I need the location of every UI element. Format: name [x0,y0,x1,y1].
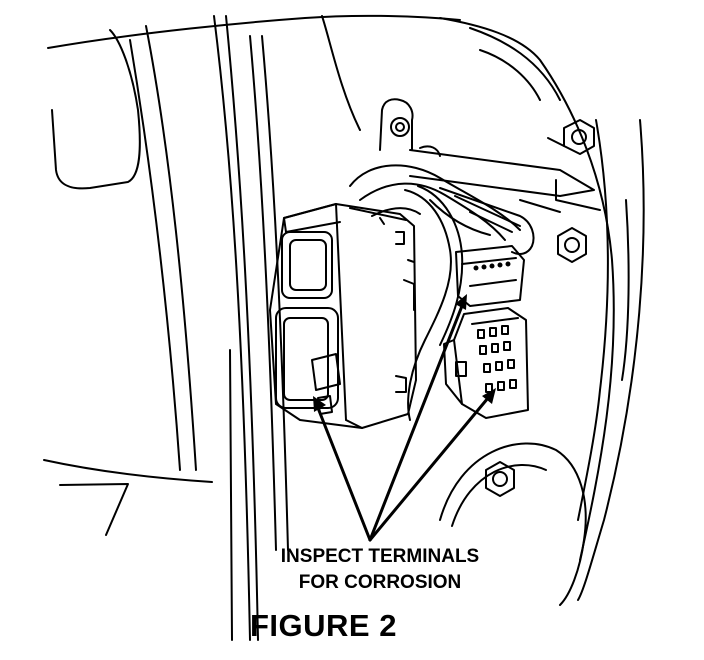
callout-arrows [316,304,490,542]
lower-round-component [439,442,587,606]
callout-line-2: FOR CORROSION [298,572,462,593]
terminal-connectors [443,245,529,419]
mounting-bracket [379,98,601,263]
wire-harness [349,164,535,421]
callout-line-1: INSPECT TERMINALS [280,546,480,567]
figure-title: FIGURE 2 [250,608,397,643]
arrowheads [313,294,496,412]
main-connector [269,203,417,429]
body-panel-lines [43,14,645,641]
callout-text: INSPECT TERMINALS FOR CORROSION [215,544,545,596]
